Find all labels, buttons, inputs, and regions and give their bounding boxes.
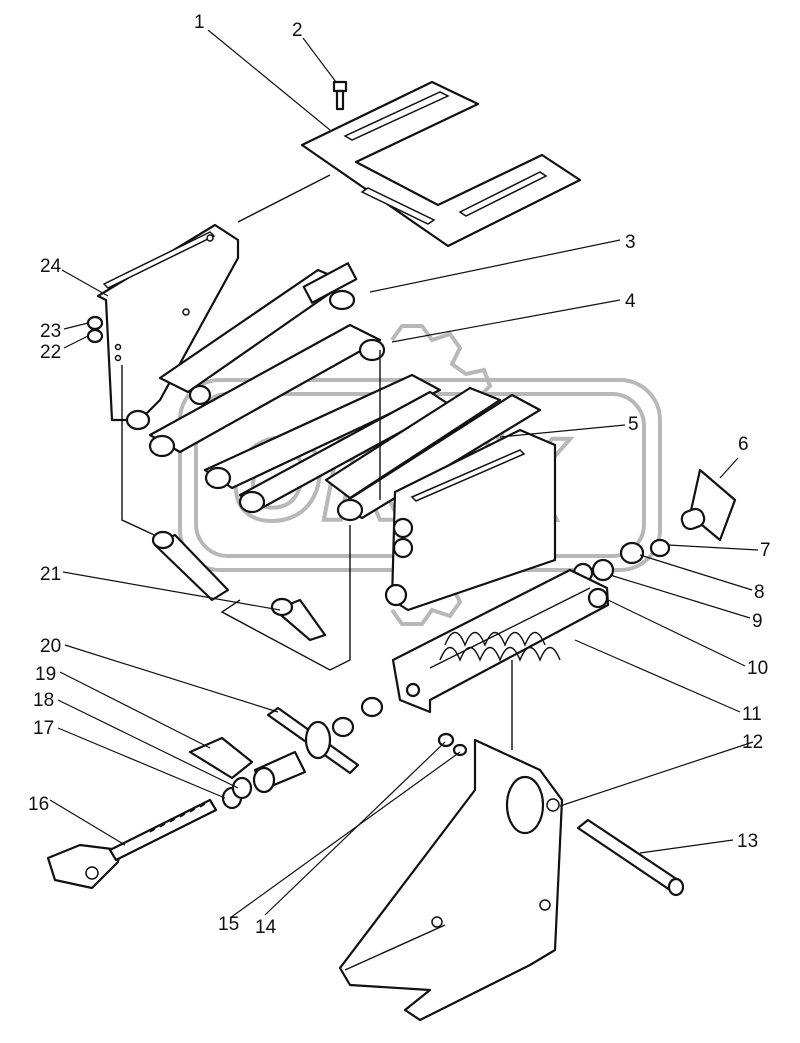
part-4-lower-arm <box>125 323 386 458</box>
part-24-left-side-plate <box>96 223 240 422</box>
parts-22-23-nuts <box>86 315 104 344</box>
callout-4: 4 <box>625 291 636 312</box>
callout-15: 15 <box>218 914 239 935</box>
callout-23: 23 <box>40 321 61 342</box>
callout-7: 7 <box>760 540 771 561</box>
callout-22: 22 <box>40 342 61 363</box>
callout-11: 11 <box>742 704 762 725</box>
part-1-top-plate <box>300 80 582 248</box>
callout-24: 24 <box>40 256 62 277</box>
part-11-spring <box>439 631 561 662</box>
callout-5: 5 <box>628 414 639 435</box>
callout-16: 16 <box>28 794 49 815</box>
parts-14-15-nut-washer <box>437 732 468 757</box>
callout-21: 21 <box>40 564 61 585</box>
part-19-bracket-clip <box>188 736 254 780</box>
callout-labels: 1 2 3 4 5 6 7 8 9 10 11 12 13 14 15 16 1… <box>28 12 771 938</box>
callout-20: 20 <box>40 636 61 657</box>
callout-8: 8 <box>754 582 765 603</box>
assembly-lines <box>121 174 561 750</box>
part-12-bracket <box>338 738 564 1022</box>
callout-13: 13 <box>737 831 758 852</box>
leader-lines <box>49 29 759 919</box>
callout-12: 12 <box>742 732 763 753</box>
callout-1: 1 <box>194 12 205 33</box>
parts-7-8-9-washers <box>572 538 671 584</box>
part-10-spring-housing <box>391 568 610 714</box>
callout-3: 3 <box>625 232 636 253</box>
part-20-adjuster-bolt <box>252 696 384 794</box>
callout-10: 10 <box>747 658 768 679</box>
part-13-long-pin <box>576 818 685 897</box>
callout-2: 2 <box>292 20 303 41</box>
callout-6: 6 <box>738 434 749 455</box>
parts-17-18-washers <box>221 776 253 810</box>
callout-19: 19 <box>35 664 56 685</box>
part-21-pins <box>151 530 327 642</box>
part-3-upper-arm <box>158 262 358 406</box>
part-2-bolt <box>332 80 348 111</box>
part-6-stop-plate <box>680 468 737 542</box>
callout-17: 17 <box>33 718 54 739</box>
callout-14: 14 <box>255 917 277 938</box>
callout-18: 18 <box>33 690 54 711</box>
part-5-inner-side-plate <box>384 428 557 612</box>
cross-arm-links <box>203 373 542 522</box>
part-16-threaded-rod <box>46 798 218 890</box>
callout-9: 9 <box>752 611 763 632</box>
